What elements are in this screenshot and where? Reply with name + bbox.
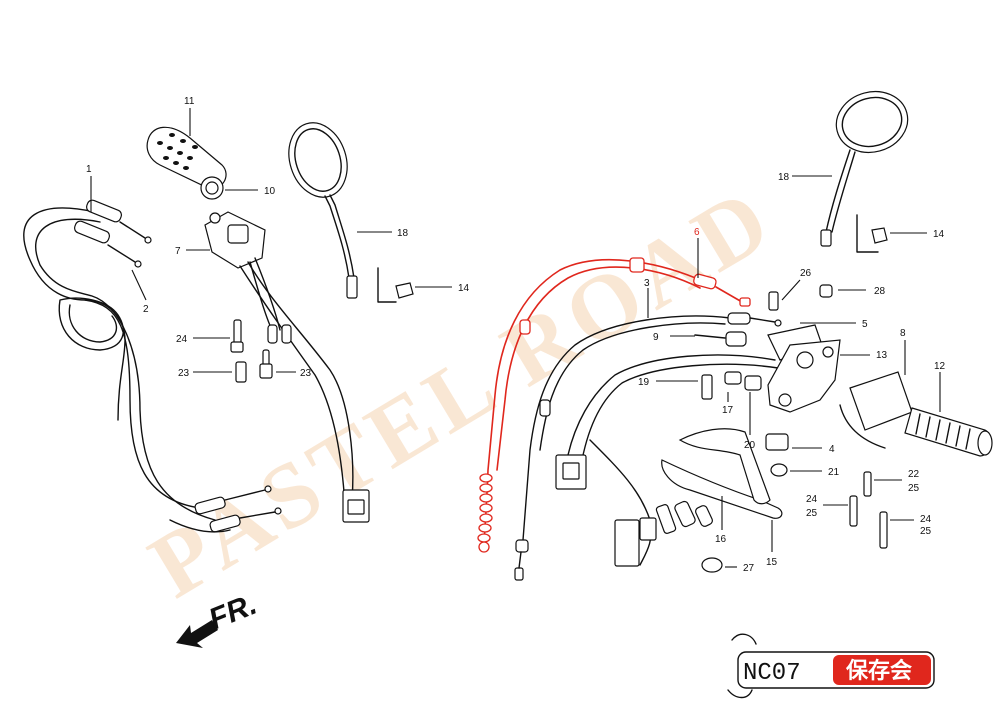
callout-13: 13	[876, 350, 888, 361]
left-switch	[204, 211, 370, 523]
right-nut-14	[856, 214, 888, 253]
callout-6: 6	[694, 227, 700, 238]
clutch-cable	[514, 312, 782, 581]
callout-24-middle: 24	[806, 494, 818, 505]
callout-8: 8	[900, 328, 906, 339]
callout-16: 16	[715, 534, 727, 545]
callout-26: 26	[800, 268, 812, 279]
callout-17: 17	[722, 405, 734, 416]
right-mirror	[820, 90, 909, 247]
callout-7: 7	[175, 246, 181, 257]
callout-25-top: 25	[908, 483, 920, 494]
nc07-club-badge: NC07 保存会	[727, 633, 935, 699]
callout-27: 27	[743, 563, 755, 574]
brake-assembly	[724, 324, 841, 413]
callout-5: 5	[862, 319, 868, 330]
callout-18-left: 18	[397, 228, 409, 239]
callout-24-left: 24	[176, 334, 188, 345]
callout-18-right: 18	[778, 172, 790, 183]
callout-2: 2	[143, 304, 149, 315]
callout-20: 20	[744, 440, 756, 451]
wire-9	[694, 331, 747, 347]
arrow-left-icon	[176, 620, 218, 648]
callout-11: 11	[184, 96, 195, 107]
callout-3: 3	[644, 278, 650, 289]
leader-lines	[90, 108, 941, 568]
callout-14-left: 14	[458, 283, 470, 294]
callout-24-right: 24	[920, 514, 932, 525]
callout-21: 21	[828, 467, 840, 478]
callout-1: 1	[86, 164, 92, 175]
left-grip	[146, 126, 227, 200]
callout-4: 4	[829, 444, 835, 455]
right-grip	[839, 371, 993, 457]
left-bolts	[230, 319, 273, 383]
highlighted-cable	[477, 257, 751, 553]
callout-23-right: 23	[300, 368, 312, 379]
callout-25-middle: 25	[806, 508, 818, 519]
small-hardware	[701, 284, 888, 573]
right-harness	[555, 354, 779, 567]
callout-9: 9	[653, 332, 659, 343]
callout-28: 28	[874, 286, 886, 297]
dragon-emblem-icon	[727, 633, 757, 699]
left-mirror	[288, 122, 358, 299]
badge-model: NC07	[743, 660, 801, 687]
callout-15: 15	[766, 557, 778, 568]
callout-labels: 1 2 3 4 5 6 7 8 9 10 11 12 13 14 14 15 1…	[86, 96, 946, 574]
callout-19: 19	[638, 377, 650, 388]
left-nut-14	[377, 267, 414, 303]
callout-22: 22	[908, 469, 920, 480]
badge-club: 保存会	[845, 658, 912, 684]
callout-23-left: 23	[178, 368, 190, 379]
throttle-cables	[23, 199, 282, 533]
callout-25-right: 25	[920, 526, 932, 537]
callout-10: 10	[264, 186, 276, 197]
callout-14-right: 14	[933, 229, 945, 240]
badge-accent	[833, 655, 931, 685]
brake-lever	[661, 428, 783, 519]
callout-12: 12	[934, 361, 946, 372]
